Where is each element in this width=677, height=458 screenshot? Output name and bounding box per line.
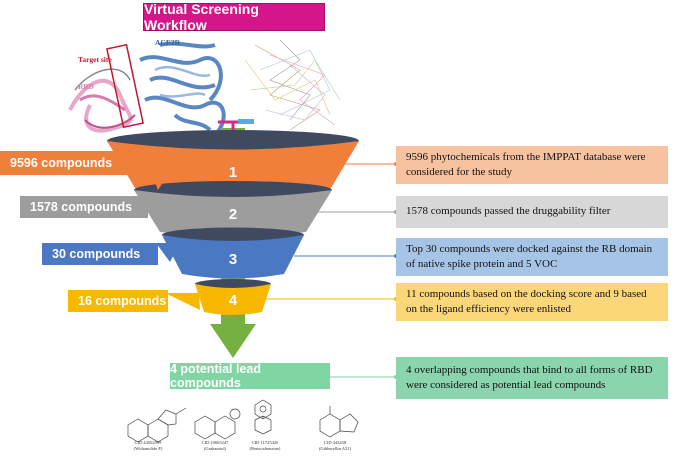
lead-description: 4 overlapping compounds that bind to all… [396,357,668,399]
stage-1-number: 1 [229,164,237,181]
funnel-tier-2-rim [134,181,332,199]
funnel-tier-3 [162,235,304,279]
funnel-tier-4-rim [195,279,271,289]
stage-4-number: 4 [229,292,238,309]
protein-structure-illustration [68,39,341,137]
molecule-3-structure [254,399,272,435]
molecule-4-structure [319,406,359,438]
rbd-label: RBD [78,82,94,91]
workflow-title: Virtual Screening Workflow [143,1,325,33]
stage-2-count-label: 1578 compounds [20,196,148,218]
molecule-1-structure [127,407,187,443]
stage-2-description: 1578 compounds passed the druggability f… [396,196,668,228]
molecule-2-structure [194,408,241,440]
molecule-2-caption: CID 10665247(Grahamiol) [201,440,229,451]
lead-molecule-structures [127,399,359,443]
stage-3-number: 3 [229,251,237,268]
stage-2-number: 2 [229,206,237,223]
funnel-tier-2 [134,190,332,237]
funnel-tier-1-rim [107,130,359,152]
stage-3-count-label: 30 compounds [42,243,158,265]
stage-1-count-label: 9596 compounds [0,151,150,175]
stage-4-description: 11 compounds based on the docking score … [396,283,668,321]
molecule-4-caption: CID 443458(Gibberellin A51) [318,440,352,451]
stage-1-description: 9596 phytochemicals from the IMPPAT data… [396,146,668,184]
funnel-tier-4 [195,284,271,315]
stage-3-description: Top 30 compounds were docked against the… [396,238,668,276]
ace2r-label: ACE2R [155,38,181,47]
central-arrow-head [210,324,256,358]
lead-compounds-label: 4 potential lead compounds [170,362,330,390]
target-site-label: Target site [78,55,112,64]
funnel-tier-3-rim [162,227,304,243]
stage-4-count-label: 16 compounds [68,290,168,312]
funnel-tier-1 [107,141,359,194]
molecule-1-caption: CID 44562999(Withanolide F) [133,440,163,451]
molecule-3-caption: CID 11725426(Benzoxbenzine) [249,440,281,451]
